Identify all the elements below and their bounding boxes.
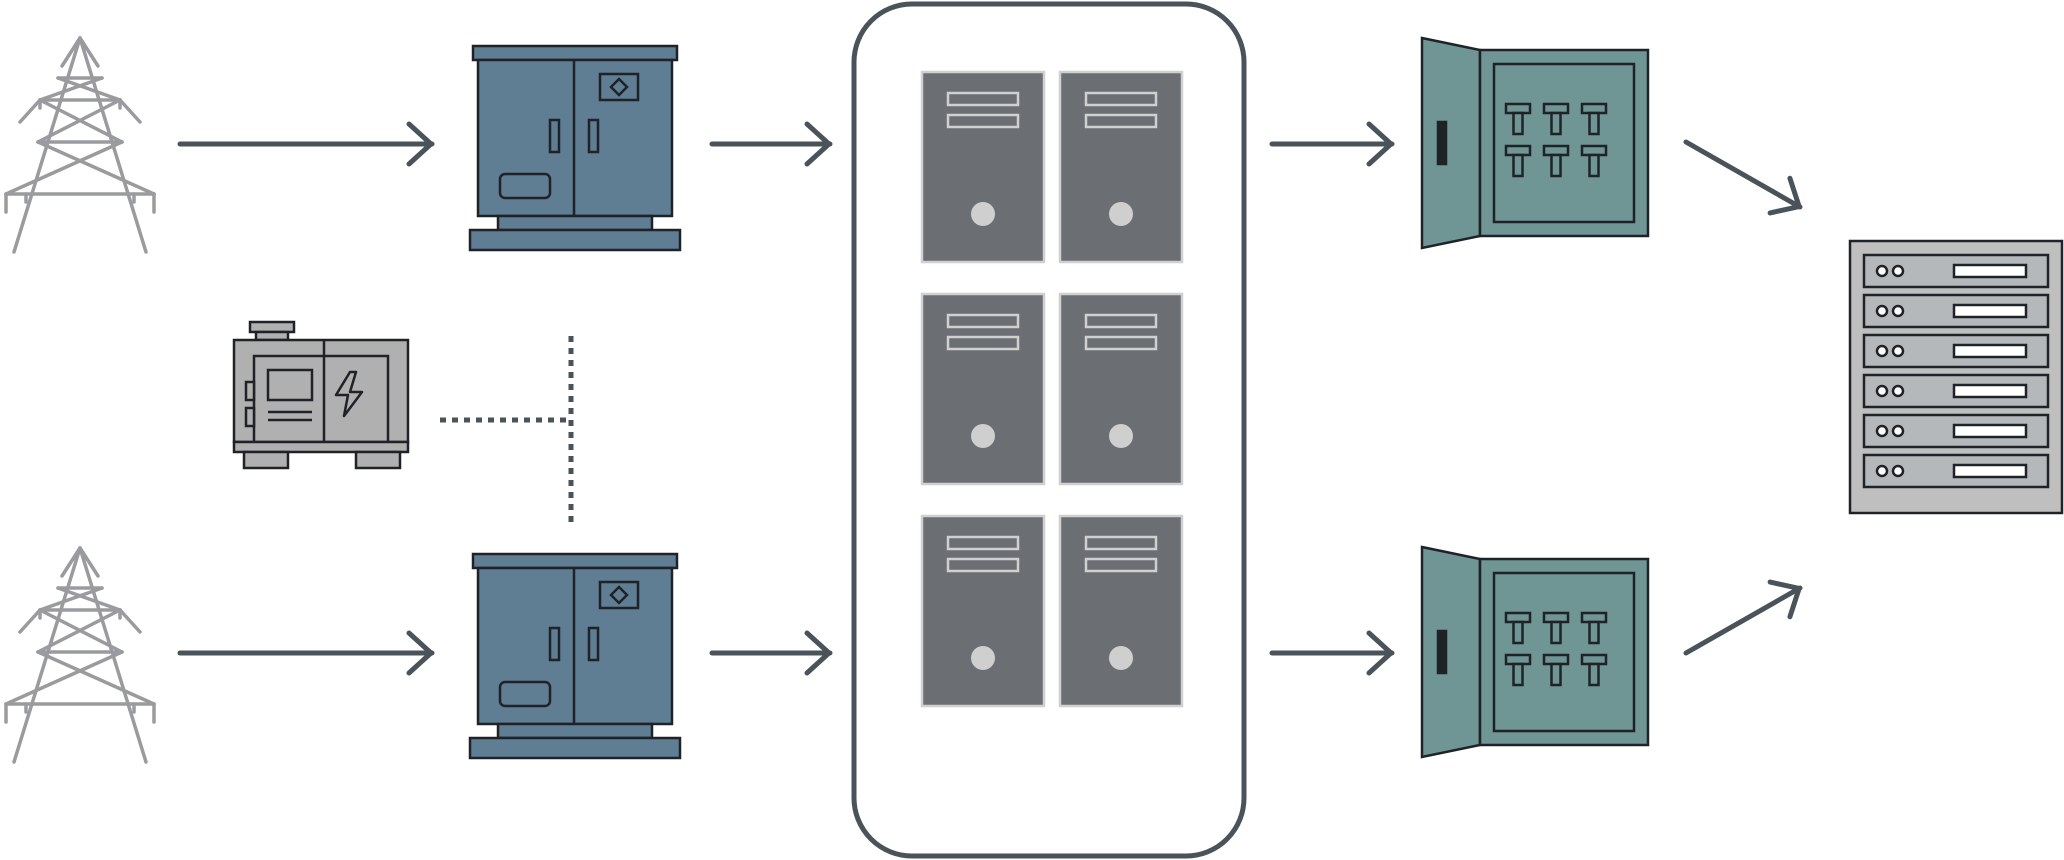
power-tower-icon-b — [4, 546, 156, 764]
power-tower-icon-a — [4, 36, 156, 254]
generator-icon — [232, 320, 410, 470]
server-rack-icon — [1848, 239, 2064, 515]
arrow-panel-b-to-rack — [1683, 579, 1803, 656]
ups-cabinet-icon-2 — [1058, 70, 1184, 264]
ups-cabinet-icon-3 — [920, 292, 1046, 486]
transformer-icon-b — [468, 552, 682, 760]
distribution-panel-icon-b — [1420, 545, 1650, 759]
ups-cabinet-icon-1 — [920, 70, 1046, 264]
ups-cabinet-icon-4 — [1058, 292, 1184, 486]
ups-cabinet-icon-6 — [1058, 514, 1184, 708]
transformer-icon-a — [468, 44, 682, 252]
ups-room-enclosure — [851, 1, 1247, 859]
arrow-panel-a-to-rack — [1683, 139, 1803, 216]
ups-cabinet-icon-5 — [920, 514, 1046, 708]
distribution-panel-icon-a — [1420, 36, 1650, 250]
